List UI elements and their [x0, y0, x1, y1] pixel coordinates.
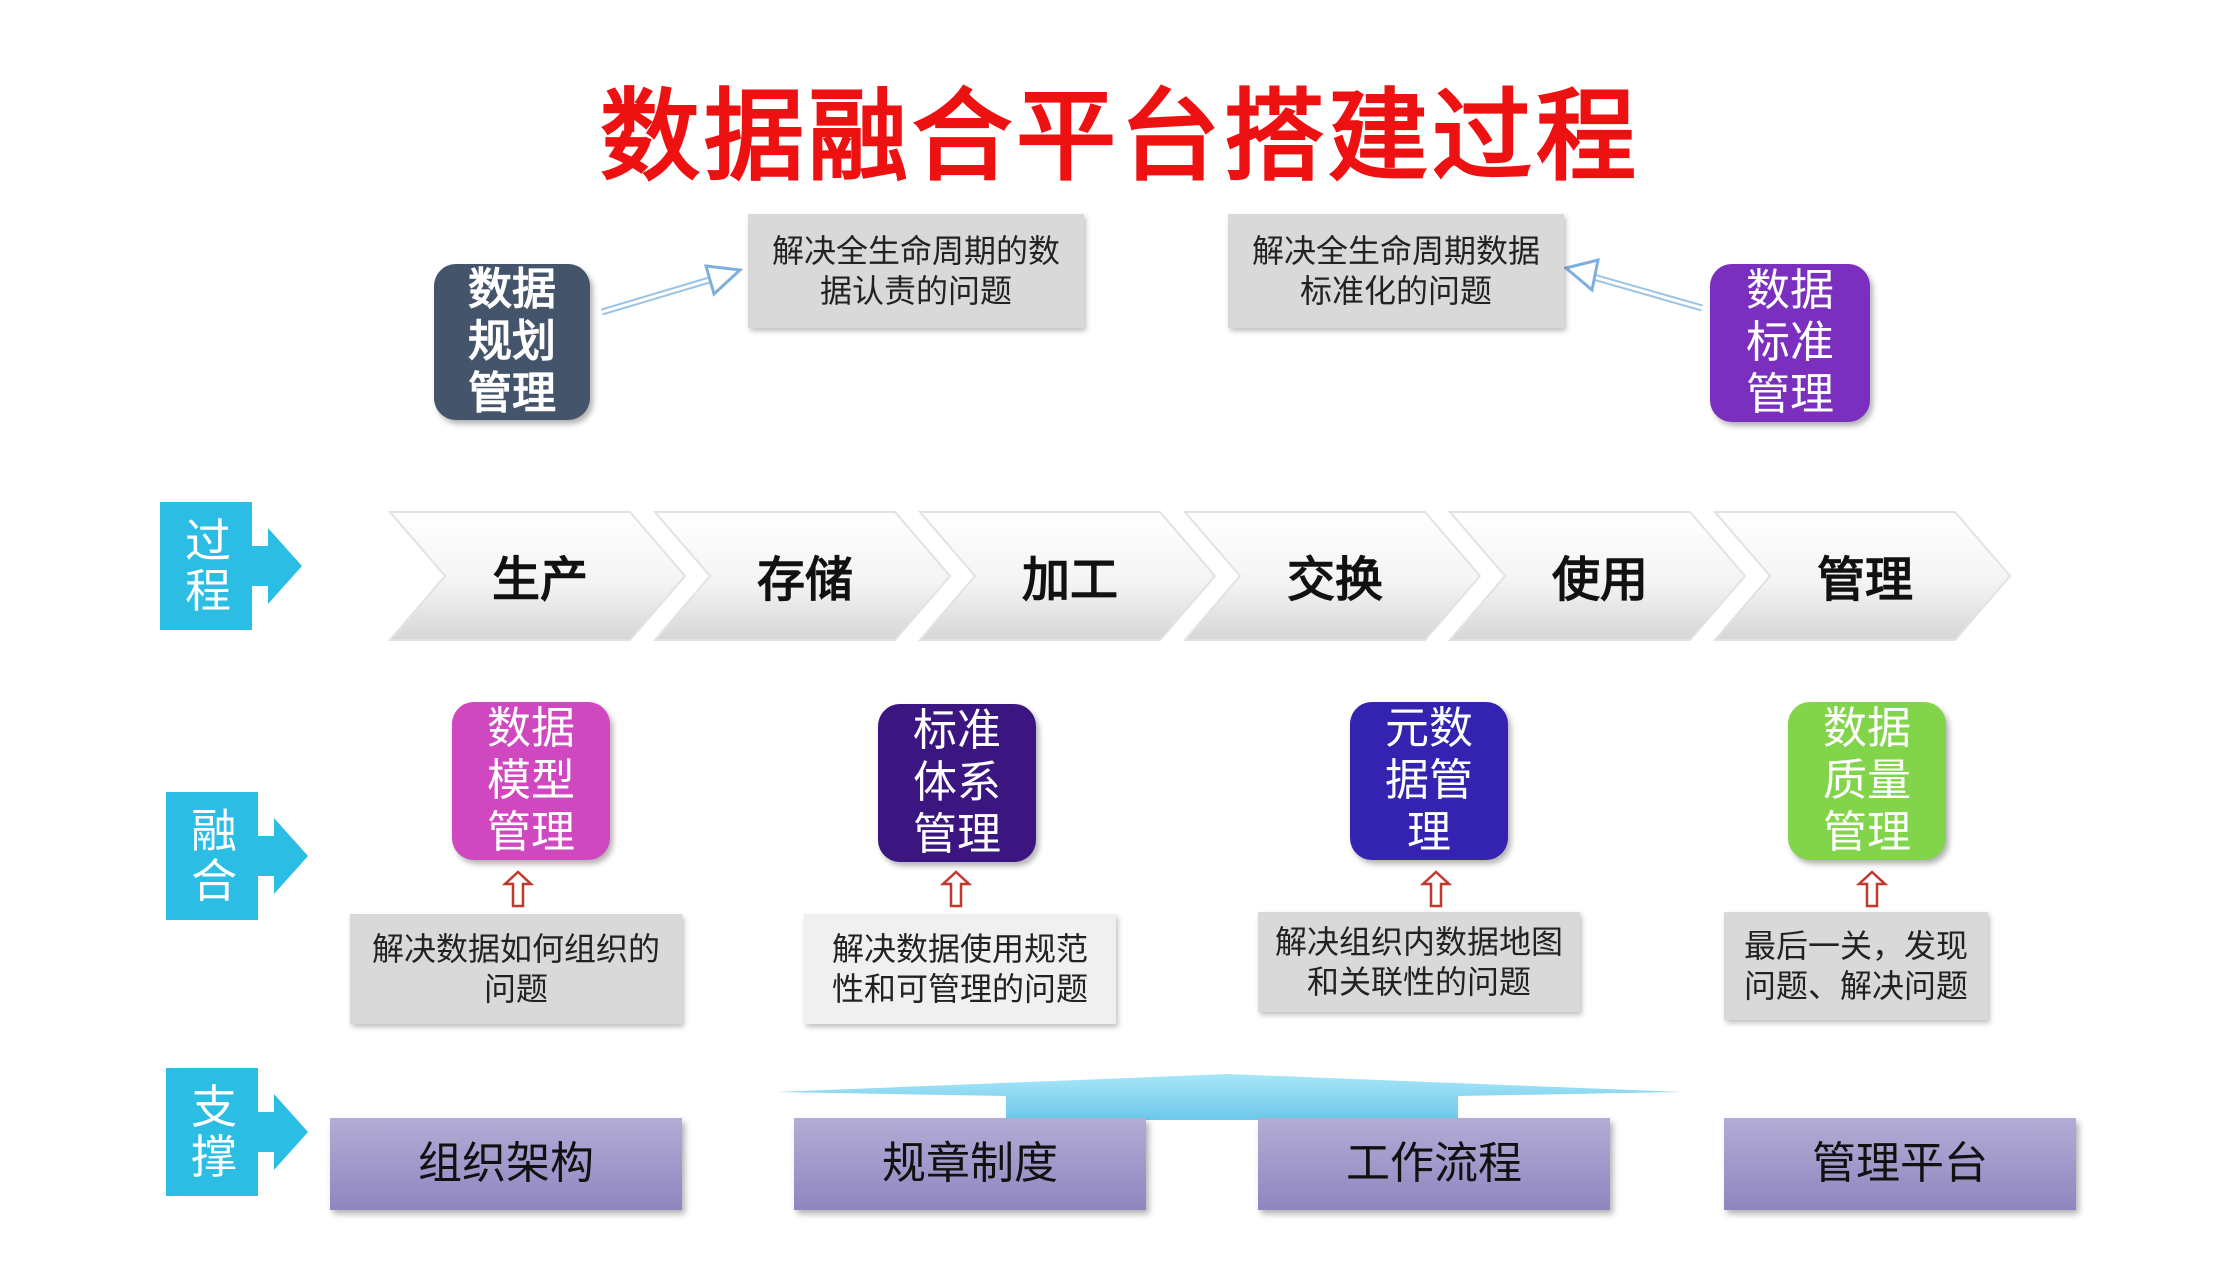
note-data-usage-norms: 解决数据使用规范性和可管理的问题 — [804, 914, 1116, 1024]
note-data-map-relations: 解决组织内数据地图和关联性的问题 — [1258, 912, 1580, 1012]
stage-chevron-5 — [1447, 511, 1747, 641]
up-arrow-4 — [1855, 870, 1889, 908]
tile-standard-system-management: 标准体系管理 — [878, 704, 1036, 862]
arrow-left-tile-to-note — [600, 264, 744, 316]
support-regulations: 规章制度 — [794, 1118, 1146, 1210]
side-tag-process: 过程 — [185, 514, 231, 618]
page-title: 数据融合平台搭建过程 — [600, 78, 1640, 195]
up-arrow-1 — [501, 870, 535, 908]
note-data-standardization: 解决全生命周期数据标准化的问题 — [1228, 214, 1564, 328]
stage-chevron-4 — [1182, 511, 1482, 641]
stage-label-processing: 加工 — [1021, 552, 1118, 608]
up-arrow-3 — [1419, 870, 1453, 908]
side-tag-support-shape — [166, 1068, 308, 1196]
tile-data-model-management: 数据模型管理 — [452, 702, 610, 860]
side-tag-support: 支撑 — [191, 1080, 237, 1184]
side-tag-process-shape — [160, 502, 302, 630]
stage-label-storage: 存储 — [756, 552, 853, 608]
support-org-structure: 组织架构 — [330, 1118, 682, 1210]
tile-data-quality-management: 数据质量管理 — [1788, 702, 1946, 860]
stage-label-production: 生产 — [491, 552, 588, 608]
support-management-platform: 管理平台 — [1724, 1118, 2076, 1210]
tile-data-planning-management: 数据规划管理 — [434, 264, 590, 420]
note-data-organization: 解决数据如何组织的问题 — [350, 914, 682, 1024]
note-data-accountability: 解决全生命周期的数据认责的问题 — [748, 214, 1084, 328]
support-roof-shape — [776, 1074, 1682, 1120]
stage-label-management: 管理 — [1816, 552, 1913, 608]
tile-data-standard-management: 数据标准管理 — [1710, 264, 1870, 422]
note-final-check: 最后一关，发现问题、解决问题 — [1724, 912, 1988, 1020]
side-tag-fusion-shape — [166, 792, 308, 920]
support-workflow: 工作流程 — [1258, 1118, 1610, 1210]
stage-label-usage: 使用 — [1551, 552, 1648, 608]
side-tag-fusion: 融合 — [191, 804, 237, 908]
stage-chevron-1 — [387, 511, 687, 641]
tile-metadata-management: 元数据管理 — [1350, 702, 1508, 860]
arrow-right-tile-to-note — [1562, 257, 1703, 312]
up-arrow-2 — [939, 870, 973, 908]
stage-label-exchange: 交换 — [1286, 552, 1383, 608]
stage-chevron-2 — [652, 511, 952, 641]
stage-chevron-6 — [1712, 511, 2012, 641]
stage-chevron-3 — [917, 511, 1217, 641]
